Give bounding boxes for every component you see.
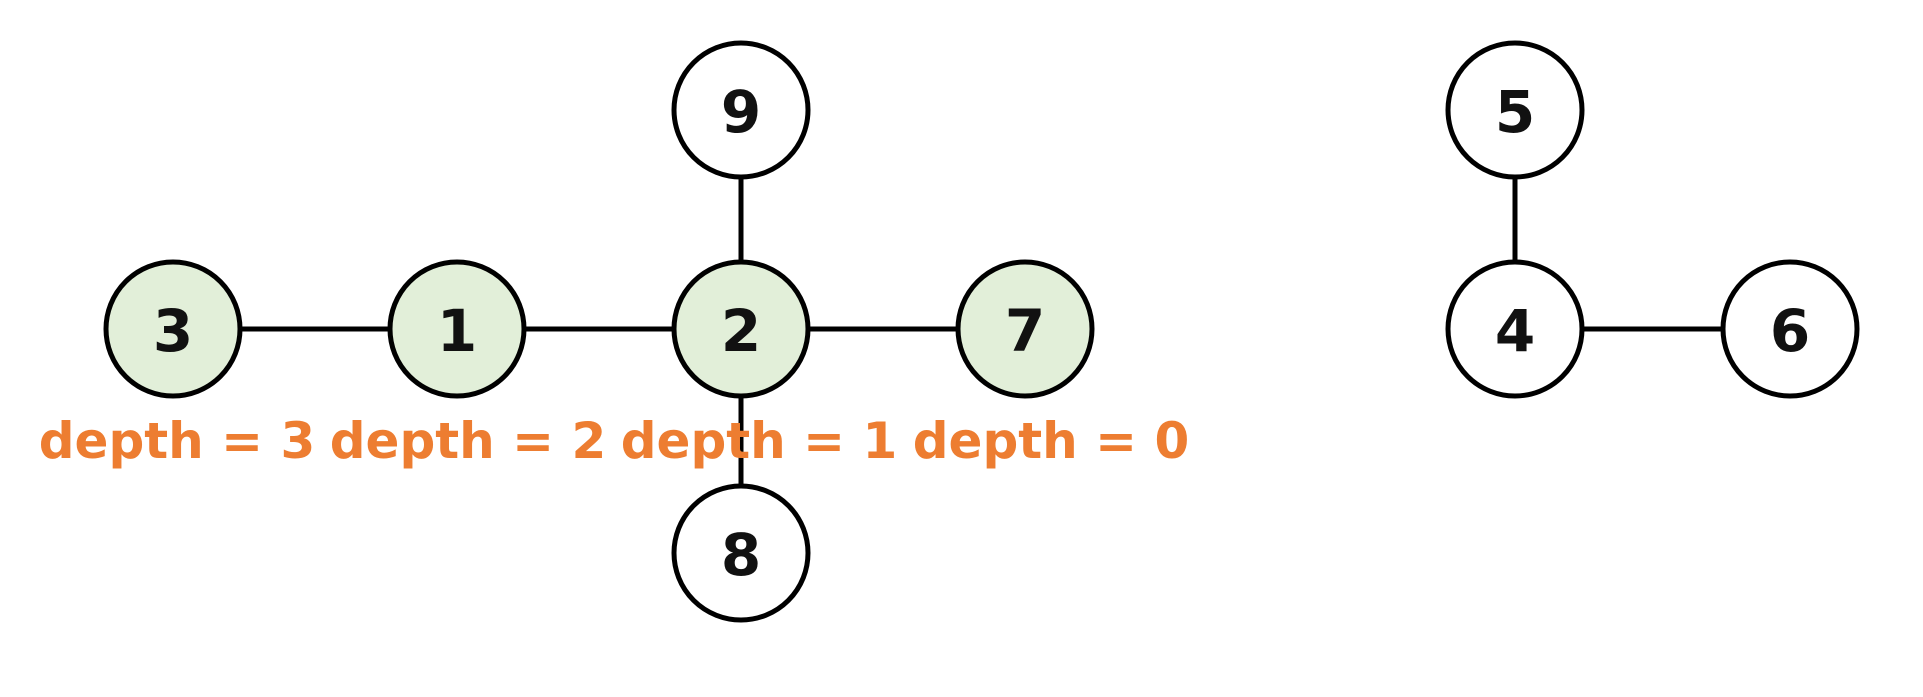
depth-label-2: depth = 1 — [621, 412, 898, 470]
node-circle-2 — [671, 259, 811, 399]
depth-label-3: depth = 3 — [39, 412, 316, 470]
node-circle-4 — [1445, 259, 1585, 399]
node-label-6: 6 — [1770, 297, 1810, 365]
node-2: 2 — [671, 259, 811, 399]
node-circle-3 — [103, 259, 243, 399]
node-circle-7 — [955, 259, 1095, 399]
node-9: 9 — [671, 40, 811, 180]
node-circle-6 — [1720, 259, 1860, 399]
node-circle-5 — [1445, 40, 1585, 180]
node-label-7: 7 — [1005, 297, 1045, 365]
node-label-1: 1 — [437, 297, 477, 365]
node-1: 1 — [387, 259, 527, 399]
node-4: 4 — [1445, 259, 1585, 399]
nodes-layer: 3 1 2 7 9 8 5 4 6 — [103, 40, 1860, 623]
node-label-5: 5 — [1495, 78, 1535, 146]
depth-label-7: depth = 0 — [913, 412, 1190, 470]
node-label-4: 4 — [1495, 297, 1535, 365]
node-7: 7 — [955, 259, 1095, 399]
node-6: 6 — [1720, 259, 1860, 399]
node-8: 8 — [671, 483, 811, 623]
node-label-8: 8 — [721, 521, 761, 589]
node-circle-8 — [671, 483, 811, 623]
node-label-9: 9 — [721, 78, 761, 146]
node-3: 3 — [103, 259, 243, 399]
node-circle-9 — [671, 40, 811, 180]
depth-label-1: depth = 2 — [330, 412, 607, 470]
node-label-2: 2 — [721, 297, 761, 365]
node-circle-1 — [387, 259, 527, 399]
node-5: 5 — [1445, 40, 1585, 180]
node-label-3: 3 — [153, 297, 193, 365]
